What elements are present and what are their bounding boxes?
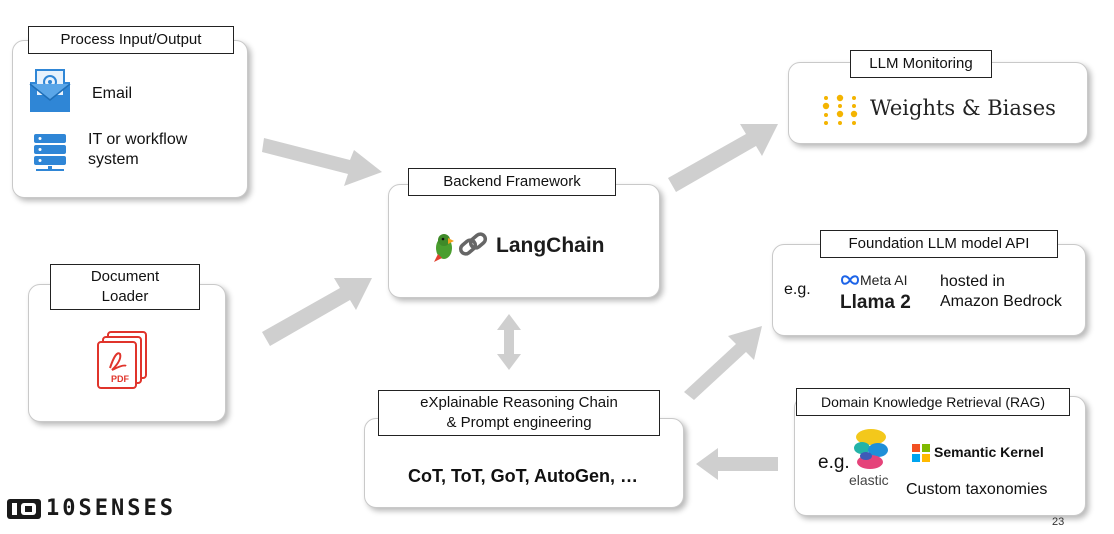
- reasoning-content: CoT, ToT, GoT, AutoGen, …: [408, 466, 638, 486]
- rag-eg: e.g.: [818, 452, 850, 473]
- meta-ai-text: Meta AI: [860, 272, 908, 288]
- reasoning-label-line2: & Prompt engineering: [446, 414, 592, 431]
- email-icon: [28, 68, 72, 114]
- page-number: 23: [1052, 516, 1065, 528]
- arrow-backend-to-monitoring: [668, 124, 778, 192]
- amazon-bedrock-text: Amazon Bedrock: [940, 293, 1062, 310]
- pdf-icon-text: PDF: [111, 374, 129, 384]
- elastic-text: elastic: [849, 472, 889, 488]
- arrow-backend-to-reasoning: [497, 314, 521, 370]
- reasoning-label-line1: eXplainable Reasoning Chain: [420, 394, 618, 411]
- wandb-dots-icon: [820, 94, 860, 128]
- it-workflow-text-line2: system: [88, 151, 139, 168]
- hosted-in-text: hosted in: [940, 273, 1005, 290]
- document-loader-label-line1: Document: [90, 268, 160, 285]
- reasoning-label: eXplainable Reasoning Chain & Prompt eng…: [378, 390, 660, 436]
- document-loader-label-line2: Loader: [101, 288, 149, 305]
- meta-infinity-icon: [840, 274, 860, 286]
- arrow-loader-to-backend: [262, 278, 372, 346]
- semantic-kernel-icon: [912, 444, 930, 462]
- rag-box: [794, 396, 1086, 516]
- pdf-files-icon: [96, 330, 152, 390]
- server-icon: [32, 132, 68, 172]
- monitoring-label: LLM Monitoring: [850, 50, 992, 78]
- foundation-eg: e.g.: [784, 281, 811, 298]
- email-text: Email: [92, 85, 133, 102]
- foundation-label: Foundation LLM model API: [820, 230, 1058, 258]
- arrow-io-to-backend: [262, 138, 382, 186]
- llama-2-text: Llama 2: [840, 292, 911, 313]
- it-workflow-text-line1: IT or workflow: [88, 131, 188, 148]
- backend-box: [388, 184, 660, 298]
- tensenses-logo-text: 10SENSES: [46, 496, 176, 521]
- document-loader-label: Document Loader: [50, 264, 200, 310]
- tensenses-logo: 10SENSES: [6, 496, 176, 521]
- elastic-logo-icon: [852, 428, 890, 470]
- process-io-box: [12, 40, 248, 198]
- rag-label: Domain Knowledge Retrieval (RAG): [796, 388, 1070, 416]
- langchain-text: LangChain: [496, 234, 605, 257]
- process-io-label: Process Input/Output: [28, 26, 234, 54]
- custom-taxonomies-text: Custom taxonomies: [906, 481, 1048, 498]
- arrow-reasoning-to-foundation: [684, 326, 762, 400]
- tensenses-logo-mark: [7, 498, 41, 519]
- backend-label: Backend Framework: [408, 168, 616, 196]
- arrow-rag-to-reasoning: [696, 448, 778, 480]
- weights-biases-text: Weights & Biases: [870, 96, 1056, 120]
- semantic-kernel-text: Semantic Kernel: [934, 444, 1044, 460]
- parrot-chain-icon: [432, 232, 490, 262]
